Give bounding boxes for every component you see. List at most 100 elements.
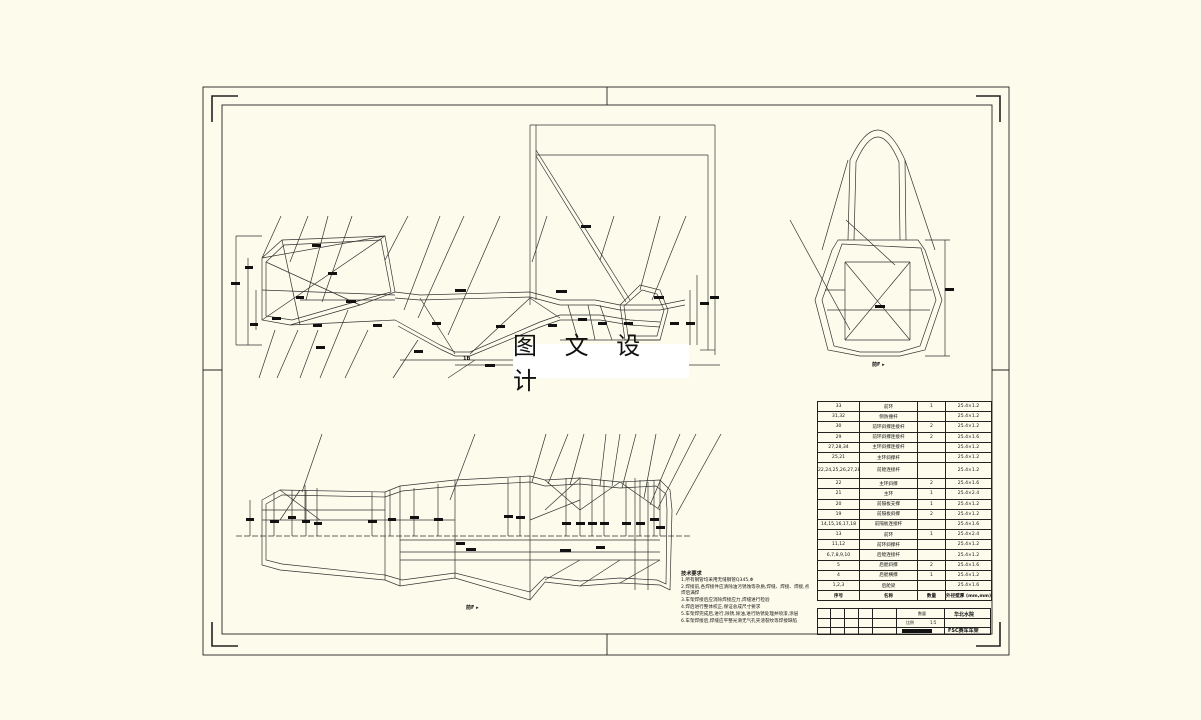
parts-list-cell-material: 25.4×1.2	[945, 549, 992, 561]
parts-list-cell-qty	[917, 539, 946, 551]
parts-list-cell-no: 5	[817, 559, 860, 571]
parts-list-cell-name: 主环斜撑	[859, 478, 918, 490]
notes-line: 1.所有钢管均采用无缝钢管Q345,Φ	[681, 577, 754, 583]
watermark: 图 文 设 计	[513, 332, 689, 395]
parts-list-cell-qty: 1	[917, 488, 946, 500]
parts-list-cell-name: 前环斜撑连接杆	[859, 421, 918, 433]
parts-list-cell-name: 前隔板连接杆	[859, 518, 918, 531]
notes-title: 技术要求	[681, 571, 702, 577]
parts-list-cell-no: 30	[817, 421, 860, 433]
parts-list-cell-name: 后舱斜撑	[859, 559, 918, 571]
parts-list-cell-material: 25.4×2.4	[945, 529, 992, 541]
technical-notes: 技术要求 1.所有钢管均采用无缝钢管Q345,Φ 2.焊接前,各焊接件应清除油污…	[681, 571, 811, 625]
parts-list-cell-material: 25.4×1.2	[945, 462, 992, 480]
parts-list-cell-qty: 1	[917, 400, 946, 413]
title-block: 华北水院 FSC赛车车架 比例 1:5 数量	[817, 608, 991, 635]
parts-list-cell-qty	[917, 451, 946, 464]
front-view-labels	[231, 225, 719, 367]
org-name: 华北水院	[954, 612, 975, 618]
drawing-name: FSC赛车车架	[948, 628, 979, 634]
parts-list-cell-qty: 2	[917, 508, 946, 520]
parts-list-cell-material: 25.4×1.2	[945, 421, 992, 433]
parts-list-cell-qty: 1	[917, 529, 946, 541]
parts-list-cell-qty: 2	[917, 431, 946, 443]
parts-list-cell-no: 4	[817, 569, 860, 582]
parts-list-cell-name: 后舱横撑	[859, 569, 918, 582]
side-view	[789, 129, 950, 357]
parts-list-cell-name: 前环	[859, 529, 918, 541]
notes-line: 6.车架焊接后,焊缝应平整光滑无气孔夹渣裂纹等焊接缺陷	[681, 618, 798, 624]
parts-list-cell-name: 主环	[859, 488, 918, 500]
parts-list-cell-no: 20	[817, 498, 860, 510]
front-view	[235, 124, 720, 379]
parts-list-cell-name: 前环斜撑杆	[859, 539, 918, 551]
parts-list-cell-no: 序号	[817, 590, 860, 602]
parts-list-cell-qty: 1	[917, 498, 946, 510]
parts-list-cell-qty: 1	[917, 569, 946, 582]
parts-list-cell-qty	[917, 411, 946, 423]
parts-list-cell-no: 11,12	[817, 539, 860, 551]
parts-list-cell-qty: 2	[917, 478, 946, 490]
title-block-fill	[902, 629, 932, 633]
parts-list-cell-qty: 2	[917, 421, 946, 433]
notes-line: 4.焊后进行整体校正,保证总成尺寸要求	[681, 604, 761, 610]
parts-list-cell-material: 25.4×1.2	[945, 411, 992, 423]
parts-list-cell-no: 33	[817, 400, 860, 413]
parts-list-cell-material: 25.4×1.6	[945, 478, 992, 490]
parts-list-cell-name: 后舱梁	[859, 579, 918, 592]
parts-list-cell-material: 25.4×1.2	[945, 569, 992, 582]
parts-list-row: 22,24,25,26,27,28,29前舱连接杆25.4×1.2	[817, 462, 992, 480]
parts-list-cell-name: 侧防撞杆	[859, 411, 918, 423]
parts-list-cell-qty	[917, 462, 946, 480]
parts-list-cell-no: 6,7,8,9,10	[817, 549, 860, 561]
parts-list-cell-no: 25,21	[817, 451, 860, 464]
parts-list-cell-no: 21	[817, 488, 860, 500]
parts-list-cell-material: 25.4×1.2	[945, 508, 992, 520]
parts-list-cell-qty	[917, 549, 946, 561]
parts-list-cell-material: 25.4×1.2	[945, 441, 992, 453]
qty-label: 数量	[918, 611, 926, 616]
parts-list-cell-no: 1,2,3	[817, 579, 860, 592]
parts-list-cell-qty	[917, 579, 946, 592]
notes-line: 5.车架焊完成后,进行,除锈,除油,进行防锈处理并喷漆,涂层	[681, 611, 799, 617]
parts-list-cell-material: 25.4×1.2	[945, 451, 992, 464]
parts-list-cell-name: 名称	[859, 590, 918, 602]
parts-list-cell-material: 25.4×1.2	[945, 498, 992, 510]
parts-list-cell-qty: 2	[917, 559, 946, 571]
parts-list-cell-name: 主环斜撑连接杆	[859, 441, 918, 453]
parts-list-cell-name: 主环斜撑杆	[859, 451, 918, 464]
parts-list-cell-name: 前环	[859, 400, 918, 413]
parts-list-cell-name: 前舱连接杆	[859, 462, 918, 480]
parts-list-cell-material: 25.4×1.6	[945, 518, 992, 531]
parts-list-cell-no: 29	[817, 431, 860, 443]
top-view	[236, 433, 722, 601]
parts-list-cell-no: 14,15,16,17,18	[817, 518, 860, 531]
parts-list-header: 序号名称数量外径壁厚 (mm,mm)	[817, 590, 992, 602]
notes-line: 3.车架焊接后应消除焊接应力,焊缝进行检验	[681, 598, 770, 604]
parts-list-cell-name: 后舱连接杆	[859, 549, 918, 561]
notes-line: 2.焊接前,各焊接件应清除油污锈蚀等杂质,焊缝、焊接、焊接,点焊后满焊	[681, 584, 810, 597]
front-view-label: 1B	[463, 356, 471, 362]
parts-list-cell-no: 31,32	[817, 411, 860, 423]
parts-list-cell-qty: 数量	[917, 590, 946, 602]
parts-list-cell-qty	[917, 441, 946, 453]
parts-list-cell-qty	[917, 518, 946, 531]
parts-list-cell-no: 22	[817, 478, 860, 490]
